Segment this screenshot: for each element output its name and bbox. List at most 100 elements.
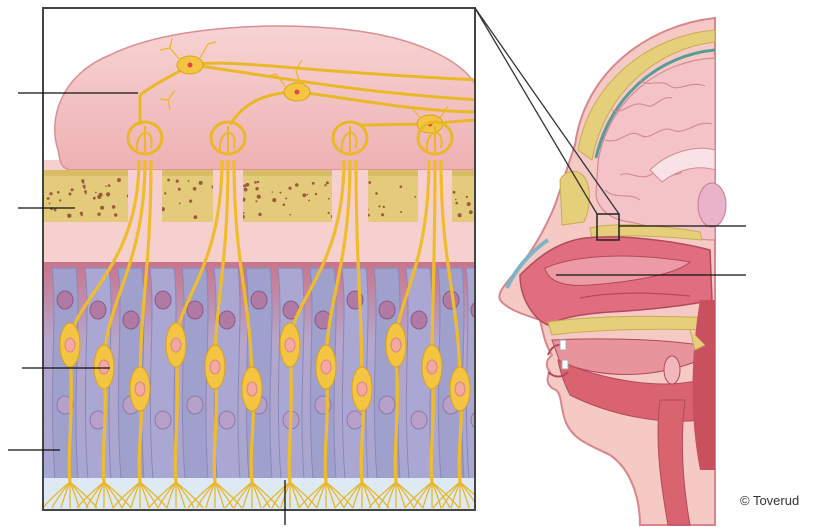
bone-pore [81,214,83,216]
bone-pore [308,200,310,202]
bone-pore [71,188,74,191]
bone-pore [114,213,117,216]
receptor-nucleus [357,382,367,396]
receptor-nucleus [135,382,145,396]
bone-pore [100,206,104,210]
bone-pore [193,187,197,191]
bone-pore [272,198,276,202]
bone-pore [400,186,403,189]
bone-pore [255,187,258,190]
bone-pore [69,193,72,196]
bone-pore [326,181,329,184]
magnified-panel [43,8,492,510]
bone-pore [257,181,259,183]
bone-pore [188,180,190,182]
bone-pore [453,191,456,194]
bone-pore [272,191,274,193]
bone-pore [108,184,111,187]
bone-pore [255,200,257,202]
bone-pore [458,213,462,217]
bone-pore [82,182,84,184]
bone-pore [105,186,107,188]
receptor-nucleus [99,360,109,374]
receptor-nucleus [65,338,75,352]
bone-pore [97,213,100,216]
bone-pore [57,191,60,194]
bone-pore [455,202,458,205]
supporting-cell-nucleus [57,291,73,309]
bone-pore [59,199,61,201]
bone-pore [328,198,330,200]
bone-pore [378,205,380,207]
bone-pore [381,213,384,216]
bone-pore [312,182,315,185]
bone-pore [176,180,179,183]
receptor-nucleus [247,382,257,396]
receptor-nucleus [391,338,401,352]
bone-pore [290,214,292,216]
bone-pore [47,197,50,200]
supporting-cell [182,268,208,480]
basal-cell-nucleus [379,396,395,414]
bone-pore [164,192,166,194]
bone-pore [167,179,170,182]
supporting-cell-nucleus [90,301,106,319]
bone-pore [243,184,246,187]
bone-pore [85,193,87,195]
receptor-nucleus [171,338,181,352]
bone-pore [288,187,291,190]
bone-pore [84,190,87,193]
supporting-cell-nucleus [219,311,235,329]
bone-pore [194,215,198,219]
bone-pore [295,183,299,187]
head-section [499,18,726,525]
bone-pore [283,204,286,207]
bone-pore [199,181,203,185]
basal-cell-nucleus [411,411,427,429]
bone-pore [324,184,326,186]
bone-pore [315,193,317,195]
basal-cell-nucleus [187,396,203,414]
basal-cell-nucleus [219,411,235,429]
bone-pore [106,192,110,196]
bone-pore [375,192,378,195]
supporting-cell [466,268,492,480]
supporting-cell-nucleus [155,291,171,309]
bone-pore [99,193,103,197]
bone-pore [49,192,52,195]
bone-pore [243,212,245,214]
bone-pore [258,195,261,198]
bone-pore [468,204,470,206]
bone-pore [254,181,257,184]
bone-pore [179,203,181,205]
supporting-cell-nucleus [411,311,427,329]
supporting-cell-nucleus [379,301,395,319]
bone-pore [67,214,71,218]
bone-pore [306,194,308,196]
receptor-nucleus [427,360,437,374]
bone-pore [280,192,282,194]
copyright-credit: © Toverud [740,493,799,508]
receptor-nucleus [210,360,220,374]
bone-pore [95,192,97,194]
bone-pore [112,205,116,209]
bone-pore [54,209,57,212]
bone-pore [84,187,86,189]
bone-pore [455,199,457,201]
bone-pore [328,212,330,214]
bone-pore [117,178,121,182]
supporting-cell-nucleus [251,291,267,309]
bone-pore [368,181,371,184]
receptor-nucleus [285,338,295,352]
bone-pore [244,188,248,192]
receptor-nucleus [321,360,331,374]
basal-cell-nucleus [347,411,363,429]
basal-cell-nucleus [471,411,487,429]
supporting-cell-nucleus [187,301,203,319]
bone-pore [285,198,287,200]
bone-pore [189,200,192,203]
bone-pore [178,188,181,191]
supporting-cell-nucleus [471,301,487,319]
bone-pore [93,197,96,200]
